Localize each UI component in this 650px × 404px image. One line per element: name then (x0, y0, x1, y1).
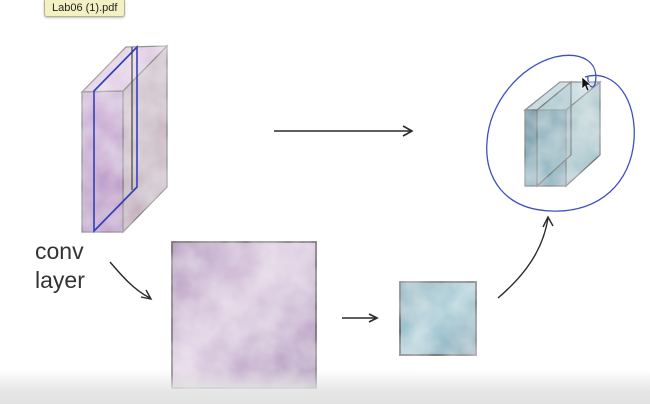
output-volume (523, 80, 602, 188)
top-arrow (274, 125, 414, 137)
viewer-bottom-fade (0, 370, 650, 404)
filter-outline (93, 45, 138, 233)
pooled-map-square (399, 281, 477, 356)
output-curve-arrow (497, 215, 554, 299)
filename-tooltip: Lab06 (1).pdf (44, 0, 126, 17)
conv-layer-label-line2: layer (35, 267, 85, 293)
activation-map-square (171, 241, 317, 389)
annotation-circle (486, 54, 635, 212)
mouse-pointer-icon (581, 76, 592, 92)
input-volume-slab (80, 44, 169, 234)
conv-layer-label-line1: conv (35, 238, 84, 264)
slab-front-face (81, 90, 124, 233)
conv-curve-arrow (109, 261, 153, 300)
middle-arrow (342, 313, 379, 323)
